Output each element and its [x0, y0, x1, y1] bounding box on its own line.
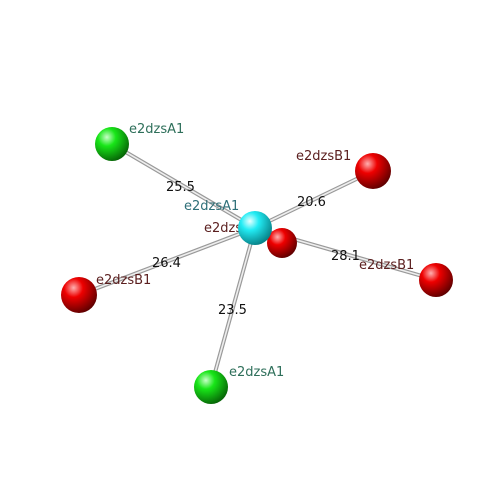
- bond-tl: [110, 142, 257, 230]
- distance-label-r: 28.1: [331, 249, 360, 264]
- distance-label-tr: 20.6: [297, 195, 326, 210]
- atom-tr: [355, 153, 391, 189]
- atom-label-tr: e2dzsB1: [296, 149, 351, 164]
- distance-label-l: 26.4: [152, 256, 181, 271]
- atom-tl: [95, 127, 129, 161]
- bond-tr: [253, 169, 375, 230]
- atom-label-r: e2dzsB1: [359, 258, 414, 273]
- distance-labels: 25.5 20.6 26.4 28.1 23.5: [152, 180, 360, 318]
- atom-label-b: e2dzsA1: [229, 365, 284, 380]
- atom-b: [194, 370, 228, 404]
- atom-label-tl: e2dzsA1: [129, 122, 184, 137]
- distance-label-b: 23.5: [218, 303, 247, 318]
- atom-l: [61, 277, 97, 313]
- atom-inner: [267, 228, 297, 258]
- atom-label-center: e2dzsA1: [184, 199, 239, 214]
- atom-label-l: e2dzsB1: [96, 273, 151, 288]
- atoms-layer: e2dzsB1: [61, 127, 453, 404]
- atom-r: [419, 263, 453, 297]
- atom-center: [238, 211, 272, 245]
- atom-labels: e2dzsA1 e2dzsA1 e2dzsB1 e2dzsB1 e2dzsB1 e2dzs…: [96, 122, 414, 380]
- distance-label-tl: 25.5: [166, 180, 195, 195]
- bond-b: [209, 226, 257, 389]
- bond-l: [77, 226, 257, 297]
